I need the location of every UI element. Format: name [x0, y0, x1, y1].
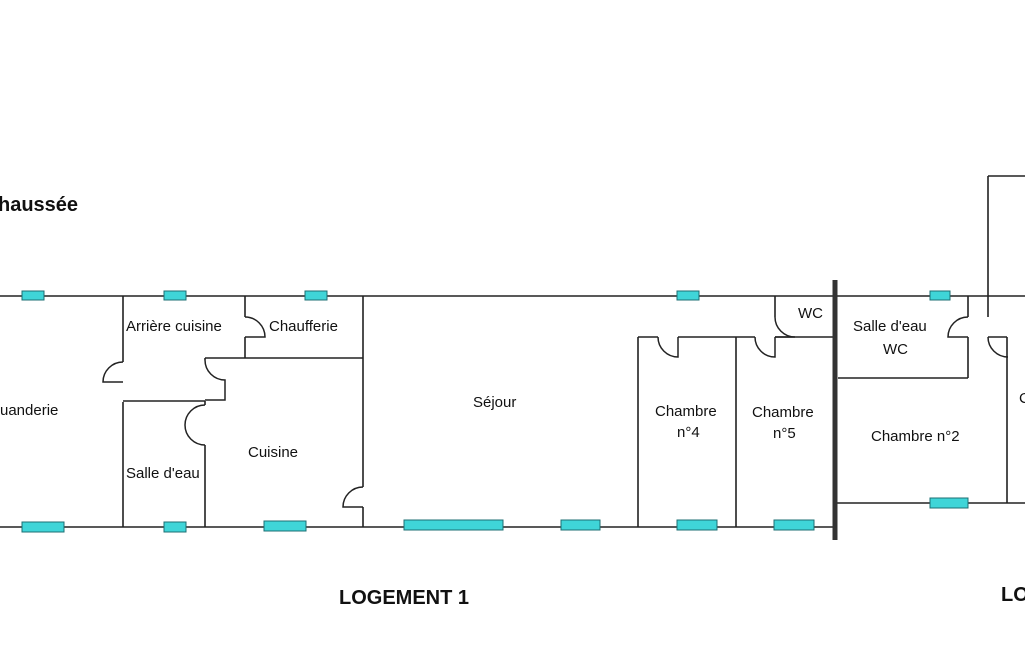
- window: [929, 497, 969, 509]
- window: [163, 290, 187, 301]
- room-label-chambre2: Chambre n°2: [871, 428, 960, 445]
- floor-title: haussée: [0, 194, 78, 216]
- room-label-chambre5-number: n°5: [773, 425, 796, 442]
- room-label-salle-eau-2: Salle d'eau: [853, 318, 927, 335]
- room-label-chambre4-number: n°4: [677, 424, 700, 441]
- window: [773, 519, 815, 531]
- window: [304, 290, 328, 301]
- room-label-cut: C: [1019, 390, 1025, 407]
- room-label-chambre5: Chambre: [752, 404, 814, 421]
- room-label-sejour: Séjour: [473, 394, 516, 411]
- room-label-wc-2: WC: [883, 341, 908, 358]
- window: [676, 519, 718, 531]
- window: [21, 521, 65, 533]
- room-label-chambre4: Chambre: [655, 403, 717, 420]
- window: [263, 520, 307, 532]
- walls: [0, 175, 1025, 540]
- window: [403, 519, 504, 531]
- logement-2-label: LO: [1001, 584, 1025, 606]
- room-label-cuisine: Cuisine: [248, 444, 298, 461]
- window: [676, 290, 700, 301]
- window: [929, 290, 951, 301]
- room-label-arriere-cuisine: Arrière cuisine: [126, 318, 222, 335]
- window: [560, 519, 601, 531]
- room-label-salle-eau: Salle d'eau: [126, 465, 200, 482]
- windows: [21, 290, 969, 533]
- logement-1-label: LOGEMENT 1: [339, 587, 469, 609]
- room-label-wc: WC: [798, 305, 823, 322]
- room-label-chaufferie: Chaufferie: [269, 318, 338, 335]
- labels: haussée uanderie Arrière cuisine Chauffe…: [0, 194, 1025, 609]
- window: [21, 290, 45, 301]
- room-label-buanderie: uanderie: [0, 402, 58, 419]
- window: [163, 521, 187, 533]
- doors: [102, 316, 1009, 508]
